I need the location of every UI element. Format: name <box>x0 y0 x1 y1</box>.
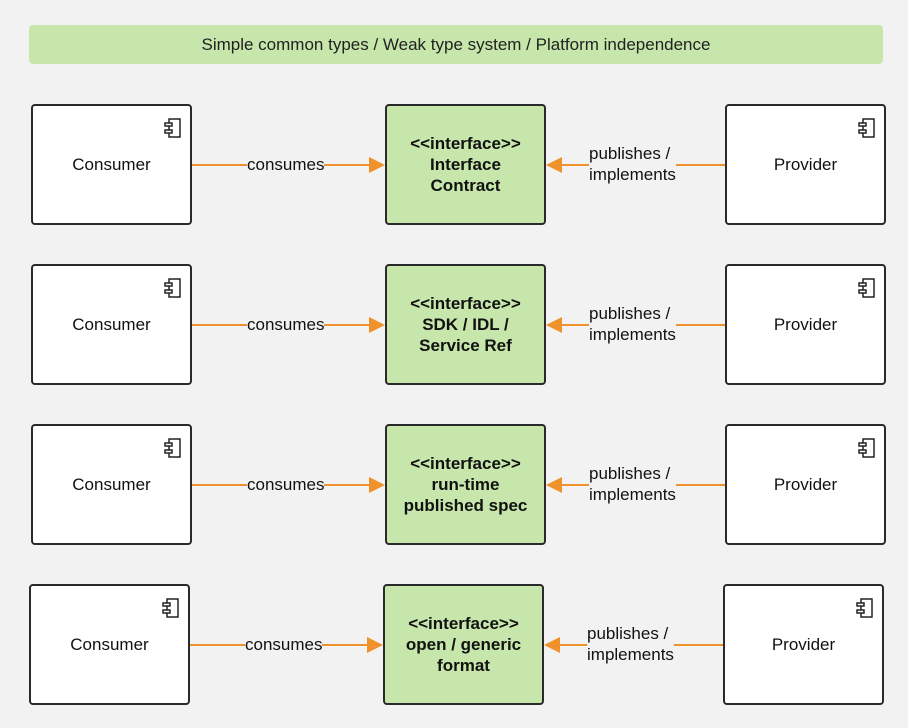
publishes-label-line1: publishes / <box>589 463 671 483</box>
arrowhead-icon <box>369 476 385 493</box>
interface-stereotype: <<interface>> <box>408 614 519 633</box>
component-icon <box>162 598 179 618</box>
interface-box: <<interface>> run-time published spec <box>385 424 546 545</box>
publishes-label: publishes / implements <box>589 302 676 345</box>
publishes-label-line2: implements <box>589 324 676 344</box>
consumer-label: Consumer <box>70 634 149 654</box>
interface-name-line2: Contract <box>430 176 501 195</box>
interface-box: <<interface>> SDK / IDL / Service Ref <box>385 264 546 385</box>
banner-text: Simple common types / Weak type system /… <box>201 34 711 54</box>
consumes-label: consumes <box>247 153 325 175</box>
interface-name-line1: run-time <box>431 475 500 494</box>
provider-label: Provider <box>773 154 838 174</box>
publishes-label: publishes / implements <box>589 142 676 185</box>
interface-stereotype: <<interface>> <box>410 134 521 153</box>
publishes-label-line2: implements <box>589 164 676 184</box>
component-icon <box>856 598 873 618</box>
component-icon <box>858 118 875 138</box>
interface-name-line2: format <box>437 656 490 675</box>
arrowhead-icon <box>544 636 560 653</box>
interface-name-line1: SDK / IDL / <box>422 315 509 334</box>
provider-component: Provider <box>725 424 886 545</box>
interface-box: <<interface>> Interface Contract <box>385 104 546 225</box>
consumer-component: Consumer <box>31 104 192 225</box>
consumes-label: consumes <box>247 473 325 495</box>
publishes-label-line2: implements <box>589 484 676 504</box>
interface-name-line1: Interface <box>430 155 501 174</box>
publishes-label: publishes / implements <box>589 462 676 505</box>
consumer-label: Consumer <box>72 154 151 174</box>
consumer-label: Consumer <box>72 314 151 334</box>
provider-component: Provider <box>723 584 884 705</box>
consumer-component: Consumer <box>31 264 192 385</box>
arrowhead-icon <box>546 316 562 333</box>
consumer-label: Consumer <box>72 474 151 494</box>
consumes-label: consumes <box>245 633 323 655</box>
publishes-label-line1: publishes / <box>589 303 671 323</box>
component-icon <box>858 278 875 298</box>
arrowhead-icon <box>367 636 383 653</box>
component-icon <box>164 438 181 458</box>
arrowhead-icon <box>369 316 385 333</box>
arrowhead-icon <box>546 476 562 493</box>
component-icon <box>858 438 875 458</box>
interface-stereotype: <<interface>> <box>410 454 521 473</box>
provider-label: Provider <box>771 634 836 654</box>
interface-name-line2: published spec <box>403 496 528 515</box>
component-icon <box>164 278 181 298</box>
publishes-label-line1: publishes / <box>589 143 671 163</box>
publishes-label-line2: implements <box>587 644 674 664</box>
arrowhead-icon <box>369 156 385 173</box>
consumer-component: Consumer <box>31 424 192 545</box>
interface-stereotype: <<interface>> <box>410 294 521 313</box>
component-icon <box>164 118 181 138</box>
consumer-component: Consumer <box>29 584 190 705</box>
provider-component: Provider <box>725 264 886 385</box>
publishes-label-line1: publishes / <box>587 623 669 643</box>
header-banner: Simple common types / Weak type system /… <box>29 25 883 64</box>
publishes-label: publishes / implements <box>587 622 674 665</box>
arrowhead-icon <box>546 156 562 173</box>
interface-box: <<interface>> open / generic format <box>383 584 544 705</box>
provider-label: Provider <box>773 474 838 494</box>
interface-name-line1: open / generic <box>405 635 522 654</box>
provider-component: Provider <box>725 104 886 225</box>
provider-label: Provider <box>773 314 838 334</box>
consumes-label: consumes <box>247 313 325 335</box>
interface-name-line2: Service Ref <box>419 336 512 355</box>
